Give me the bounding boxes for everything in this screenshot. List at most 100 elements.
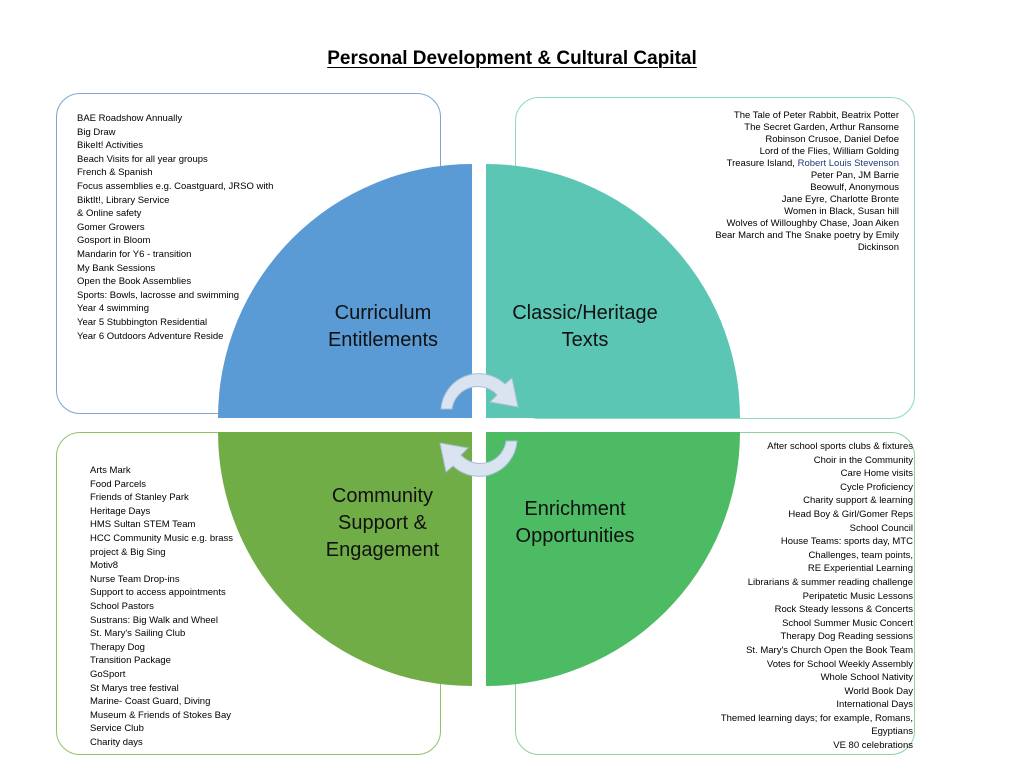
curriculum-list-item: Gosport in Bloom [77, 235, 151, 247]
classic-texts-label: Classic/Heritage Texts [495, 300, 675, 354]
curriculum-list-item: Mandarin for Y6 - transition [77, 248, 192, 260]
enrichment-list-item: Themed learning days; for example, Roman… [720, 712, 913, 724]
classic-texts-list-item: The Tale of Peter Rabbit, Beatrix Potter [733, 110, 899, 121]
enrichment-label-line1: Enrichment [524, 498, 626, 520]
enrichment-list-item: Votes for School Weekly Assembly [766, 658, 913, 670]
community-segment [218, 432, 472, 686]
classic-texts-list-item: Wolves of Willoughby Chase, Joan Aiken [726, 218, 900, 229]
community-label-line1: Community [331, 485, 434, 507]
enrichment-list-item: House Teams: sports day, MTC [780, 536, 913, 548]
cycle-arrow-top-icon [440, 373, 519, 410]
classic-texts-list-item-title: Treasure Island, [726, 158, 795, 169]
community-list-item: Food Parcels [90, 478, 146, 490]
community-list-item: Charity days [90, 736, 143, 748]
community-list-item: School Pastors [90, 600, 154, 612]
community-label-line3: Engagement [325, 539, 440, 561]
curriculum-list-item: Focus assemblies e.g. Coastguard, JRSO w… [77, 180, 274, 192]
curriculum-list-item: BiktIt!, Library Service [77, 194, 170, 206]
enrichment-list-item: After school sports clubs & fixtures [767, 441, 913, 452]
classic-texts-list: The Tale of Peter Rabbit, Beatrix Potter… [715, 110, 899, 254]
curriculum-list-item: Beach Visits for all year groups [77, 153, 208, 165]
enrichment-list-item: School Summer Music Concert [782, 617, 913, 629]
classic-texts-list-item: Women in Black, Susan hill [784, 206, 899, 217]
curriculum-list-item: Year 6 Outdoors Adventure Reside [77, 330, 224, 342]
classic-texts-list-item: The Secret Garden, Arthur Ransome [744, 122, 899, 133]
enrichment-list-item: VE 80 celebrations [833, 740, 913, 752]
classic-texts-segment [486, 164, 740, 418]
page-title: Personal Development & Cultural Capital [327, 48, 697, 69]
community-list-item: Heritage Days [90, 505, 151, 517]
community-list-item: HCC Community Music e.g. brass [90, 532, 234, 544]
classic-texts-label-line1: Classic/Heritage [512, 302, 658, 324]
classic-texts-list-item: Jane Eyre, Charlotte Bronte [781, 194, 899, 205]
enrichment-list-item: School Council [849, 522, 913, 534]
community-list-item: Nurse Team Drop-ins [90, 573, 180, 585]
curriculum-list-item: Gomer Growers [77, 221, 145, 233]
classic-texts-list-item: Bear March and The Snake poetry by Emily [715, 230, 899, 241]
community-list-item: Therapy Dog [90, 641, 145, 653]
community-list-item: Marine- Coast Guard, Diving [90, 696, 211, 708]
community-list-item: Friends of Stanley Park [90, 492, 189, 504]
community-list-item: GoSport [90, 668, 126, 680]
curriculum-list-item: Open the Book Assemblies [77, 276, 192, 288]
enrichment-list-item: Peripatetic Music Lessons [802, 590, 913, 602]
enrichment-segment [486, 432, 740, 686]
enrichment-list-item: Rock Steady lessons & Concerts [774, 604, 913, 616]
enrichment-list-item: Therapy Dog Reading sessions [780, 631, 913, 643]
enrichment-list-item: RE Experiential Learning [807, 563, 913, 575]
community-list-item: Museum & Friends of Stokes Bay [90, 709, 231, 721]
enrichment-list-item: World Book Day [844, 685, 913, 697]
curriculum-list-item: Big Draw [77, 126, 116, 138]
community-label: Community Support & Engagement [305, 483, 460, 564]
community-list-item: Arts Mark [90, 465, 131, 476]
curriculum-list-item: BAE Roadshow Annually [77, 113, 183, 124]
curriculum-label-line2: Entitlements [327, 329, 439, 351]
classic-texts-list-item: Robinson Crusoe, Daniel Defoe [765, 134, 899, 145]
classic-texts-list-item: Peter Pan, JM Barrie [810, 170, 899, 181]
curriculum-list-item: Year 5 Stubbington Residential [77, 316, 208, 328]
enrichment-list-item: Challenges, team points, [808, 549, 913, 561]
cycle-arrow-bottom-icon [439, 440, 518, 477]
community-list-item: Support to access appointments [90, 587, 226, 599]
enrichment-list-item: Whole School Nativity [820, 672, 913, 684]
curriculum-list-item: My Bank Sessions [77, 262, 156, 274]
enrichment-list-item: International Days [836, 699, 913, 711]
community-list-item: Transition Package [90, 655, 171, 667]
enrichment-list-item: Care Home visits [840, 468, 913, 480]
classic-texts-list-item-author: Robert Louis Stevenson [797, 158, 899, 169]
community-list-item: Sustrans: Big Walk and Wheel [90, 614, 218, 626]
community-list-item: project & Big Sing [90, 546, 166, 558]
community-list-item: St Marys tree festival [90, 682, 179, 694]
enrichment-list-item: St. Mary's Church Open the Book Team [746, 644, 913, 656]
curriculum-segment [218, 164, 472, 418]
community-list-item: St. Mary's Sailing Club [90, 628, 186, 640]
classic-texts-list-item: Lord of the Flies, William Golding [759, 146, 899, 157]
enrichment-list-item: Librarians & summer reading challenge [747, 576, 913, 588]
enrichment-list-item: Cycle Proficiency [840, 481, 913, 493]
curriculum-list-item: Sports: Bowls, lacrosse and swimming [77, 289, 240, 301]
curriculum-label: Curriculum Entitlements [298, 300, 468, 354]
enrichment-list-item: Head Boy & Girl/Gomer Reps [788, 508, 913, 520]
classic-texts-list-item: Dickinson [857, 242, 899, 253]
community-list-item: HMS Sultan STEM Team [90, 519, 196, 531]
classic-texts-list-item: Beowulf, Anonymous [810, 182, 899, 193]
curriculum-list-item: BikeIt! Activities [77, 140, 143, 152]
enrichment-label: Enrichment Opportunities [495, 496, 655, 550]
curriculum-list-item: French & Spanish [77, 167, 153, 179]
community-list-item: Motiv8 [90, 560, 118, 572]
curriculum-label-line1: Curriculum [334, 302, 432, 324]
classic-texts-list-item: Treasure Island, Robert Louis Stevenson [715, 158, 899, 170]
classic-texts-label-line2: Texts [561, 329, 609, 351]
curriculum-list-item: & Online safety [77, 208, 142, 220]
enrichment-list-item: Egyptians [871, 726, 913, 738]
enrichment-label-line2: Opportunities [515, 525, 635, 547]
community-label-line2: Support & [338, 512, 427, 534]
curriculum-list-item: Year 4 swimming [77, 303, 149, 315]
enrichment-list-item: Charity support & learning [803, 495, 913, 507]
community-list-item: Service Club [90, 723, 144, 735]
enrichment-list-item: Choir in the Community [813, 454, 913, 466]
